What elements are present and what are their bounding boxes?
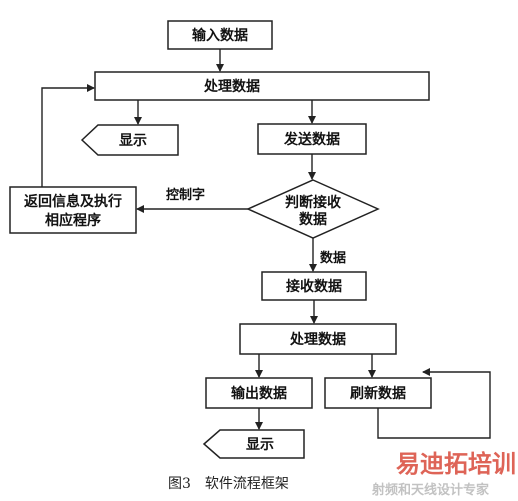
display-label-top: 显示 (119, 133, 147, 149)
refresh-data-label: 刷新数据 (350, 385, 406, 402)
process-data-box-top (94, 71, 430, 101)
display-label-lower: 显示 (246, 437, 274, 453)
watermark-tagline: 射频和天线设计专家 (371, 482, 490, 498)
return-info-label-2: 相应程序 (45, 212, 101, 229)
edge-label-control-word: 控制字 (166, 187, 205, 203)
display-shape-lower (202, 429, 305, 459)
watermark-logo-text: 易迪拓培训 (396, 450, 516, 478)
receive-data-box (261, 271, 367, 301)
edge-label-data: 数据 (320, 250, 346, 266)
process-data-label-lower: 处理数据 (289, 331, 346, 348)
judge-receive-label-2: 数据 (299, 211, 327, 228)
display-shape-top (80, 124, 179, 156)
input-data-box (167, 20, 273, 50)
receive-data-label: 接收数据 (286, 278, 342, 295)
process-data-label-top: 处理数据 (203, 78, 260, 95)
figure-caption: 图3 软件流程框架 (168, 476, 289, 492)
input-data-label: 输入数据 (192, 27, 248, 44)
refresh-data-box (324, 377, 432, 409)
edge-refresh-loop (377, 368, 491, 439)
output-data-box (205, 377, 313, 409)
process-data-box-lower (239, 323, 397, 355)
judge-receive-label-1: 判断接收 (285, 194, 342, 211)
output-data-label: 输出数据 (231, 385, 287, 402)
edge-return-to-process (41, 84, 95, 187)
send-data-label: 发送数据 (283, 131, 340, 148)
return-info-label-1: 返回信息及执行 (24, 193, 122, 210)
